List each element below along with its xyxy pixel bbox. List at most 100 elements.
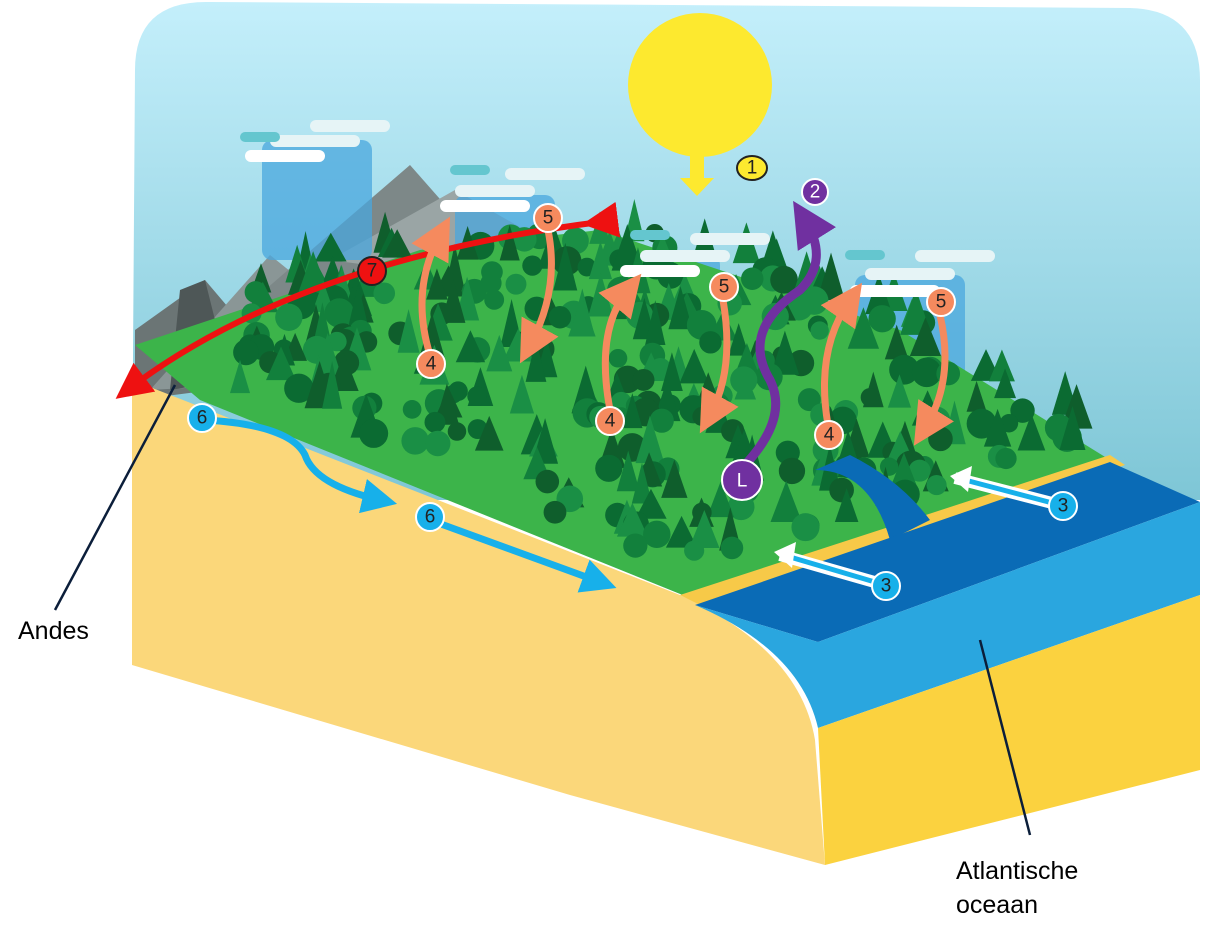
- badges: 1 2 7 5 5 5 4 4 4 L 6 6 3 3: [187, 155, 1078, 601]
- tree: [707, 481, 735, 518]
- badge-4c: 4: [814, 420, 844, 450]
- tree: [770, 330, 800, 375]
- svg-text:5: 5: [543, 208, 554, 229]
- badge-3a: 3: [1048, 491, 1078, 521]
- svg-text:4: 4: [426, 354, 437, 375]
- badge-5a: 5: [533, 203, 563, 233]
- tree: [983, 408, 1012, 447]
- pointer-lines: [53, 384, 1032, 836]
- svg-text:4: 4: [605, 411, 616, 432]
- tree: [728, 323, 750, 356]
- badge-4b: 4: [595, 406, 625, 436]
- svg-text:6: 6: [197, 408, 208, 429]
- tree: [679, 348, 710, 384]
- tree: [692, 406, 712, 427]
- badge-6b: 6: [415, 502, 445, 532]
- tree: [860, 388, 880, 407]
- tree: [966, 408, 997, 439]
- tree: [847, 307, 880, 349]
- tree: [868, 305, 896, 333]
- tree: [770, 265, 798, 294]
- rain-arrow-2: [699, 299, 739, 434]
- svg-text:L: L: [737, 471, 748, 492]
- tree: [402, 400, 422, 419]
- sun: [628, 13, 772, 157]
- sand-left-face: [132, 380, 825, 865]
- tree: [778, 457, 806, 485]
- svg-text:3: 3: [1058, 496, 1069, 517]
- tree: [684, 540, 705, 561]
- tree: [484, 289, 505, 310]
- ocean-label-line1: Atlantische: [956, 857, 1079, 885]
- tree: [522, 255, 543, 276]
- tree: [995, 447, 1017, 470]
- tree: [233, 339, 259, 366]
- tree: [505, 273, 527, 295]
- tree: [699, 331, 722, 354]
- tree: [1010, 398, 1035, 423]
- tree: [275, 303, 303, 331]
- process-arrows: [115, 200, 1062, 593]
- ocean-side-face: [818, 502, 1200, 728]
- tree: [668, 286, 693, 330]
- tree: [810, 321, 829, 340]
- tree: [720, 536, 744, 560]
- svg-text:5: 5: [936, 292, 947, 313]
- tree: [834, 488, 859, 522]
- tree: [994, 368, 1017, 399]
- tree: [1017, 413, 1046, 451]
- tree: [643, 520, 671, 549]
- badge-2: 2: [801, 178, 829, 206]
- tree: [467, 386, 487, 406]
- tree: [616, 502, 648, 537]
- tree: [966, 380, 987, 412]
- tree: [401, 427, 429, 455]
- svg-text:4: 4: [824, 425, 835, 446]
- tree: [889, 452, 919, 491]
- tree: [622, 393, 643, 429]
- tree: [889, 354, 920, 385]
- badge-7: 7: [357, 256, 387, 286]
- river-arrow-1: [204, 416, 398, 514]
- tree: [425, 430, 451, 457]
- sand-right-face: [818, 595, 1200, 865]
- svg-text:3: 3: [881, 576, 892, 597]
- tree: [474, 415, 504, 451]
- badge-1: 1: [736, 155, 768, 181]
- tree: [740, 267, 764, 290]
- tree: [631, 462, 653, 504]
- tree: [608, 348, 628, 368]
- tree: [616, 450, 640, 492]
- tree: [770, 480, 802, 523]
- tree: [665, 515, 698, 548]
- tree: [791, 513, 820, 542]
- tree: [645, 300, 666, 346]
- tree: [635, 415, 665, 464]
- tree: [1059, 405, 1086, 450]
- badge-5c: 5: [926, 287, 956, 317]
- tree: [988, 349, 1015, 382]
- andes-flow-arrow: [115, 201, 621, 399]
- badge-3b: 3: [871, 571, 901, 601]
- tree: [1060, 384, 1093, 429]
- rain-arrow-3: [913, 314, 954, 446]
- tree: [635, 488, 667, 519]
- river-arrow-2: [428, 516, 617, 593]
- tree: [887, 374, 912, 408]
- svg-text:1: 1: [747, 158, 758, 179]
- tree: [734, 371, 757, 400]
- uplift-arrow-3: [820, 282, 863, 426]
- uplift-arrow-2: [598, 273, 642, 411]
- badge-5b: 5: [709, 272, 739, 302]
- river-mouth: [815, 455, 930, 540]
- tree: [928, 426, 953, 452]
- tree: [424, 411, 446, 433]
- clouds: [240, 120, 995, 297]
- tree: [926, 474, 947, 496]
- svg-text:2: 2: [810, 182, 821, 203]
- svg-text:5: 5: [719, 277, 730, 298]
- svg-text:6: 6: [425, 507, 436, 528]
- tree: [797, 388, 821, 412]
- tree: [447, 422, 467, 441]
- tree: [661, 459, 688, 498]
